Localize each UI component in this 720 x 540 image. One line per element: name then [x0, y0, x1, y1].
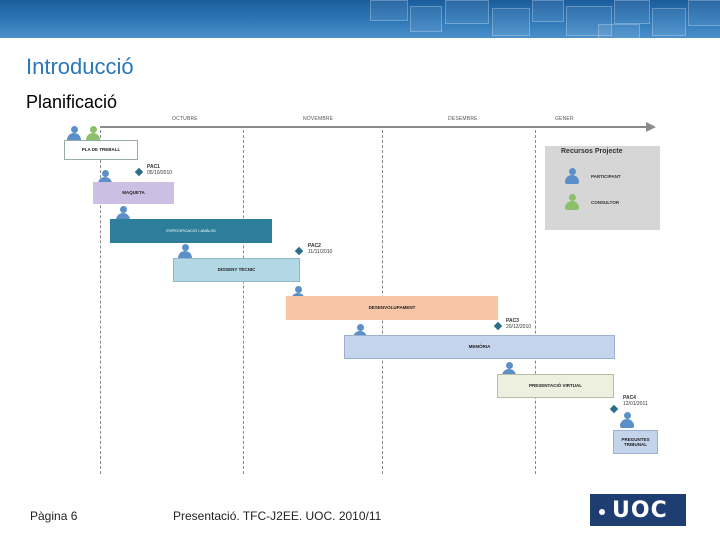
- participant-icon: [116, 206, 130, 222]
- task-bar: DISSENY TÈCNIC: [173, 258, 300, 282]
- logo-text: UOC: [612, 498, 668, 523]
- participant-icon: [620, 412, 634, 428]
- month-label: NOVEMBRE: [303, 116, 334, 122]
- milestone-diamond-icon: [609, 404, 619, 414]
- participant-icon: [502, 362, 516, 378]
- logo-dot-icon: [599, 509, 605, 515]
- presentation-title: Presentació. TFC-J2EE. UOC. 2010/11: [173, 509, 382, 523]
- participant-icon: [98, 170, 112, 186]
- task-bar: ESPECIFICACIÓ I ANÀLISI: [110, 219, 272, 243]
- month-label: GENER: [555, 116, 574, 122]
- milestone-diamond-icon: [134, 167, 144, 177]
- page-number: Pàgina 6: [30, 509, 78, 523]
- task-label: MEMÒRIA: [468, 344, 491, 350]
- task-bar: MEMÒRIA: [344, 335, 615, 359]
- task-label: MAQUETA: [122, 190, 145, 196]
- task-bar: PLA DE TREBALL: [64, 140, 138, 160]
- gantt-diagram: OCTUBRE NOVEMBRE DESEMBRE GENER PLA DE T…: [60, 110, 661, 474]
- task-label: PRESENTACIÓ VIRTUAL: [529, 383, 582, 389]
- uoc-logo: UOC: [590, 494, 686, 526]
- header-banner: [0, 0, 720, 38]
- participant-icon: [565, 168, 579, 184]
- legend-label: CONSULTOR: [591, 200, 620, 205]
- month-divider: [100, 130, 101, 474]
- task-bar: MAQUETA: [93, 182, 174, 204]
- timeline-axis: [100, 126, 648, 128]
- month-divider: [535, 130, 536, 474]
- resources-legend: Recursos Projecte PARTICIPANT CONSULTOR: [545, 146, 660, 230]
- month-label: DESEMBRE: [448, 116, 478, 122]
- consultor-icon: [86, 126, 100, 142]
- task-label: DISSENY TÈCNIC: [217, 267, 256, 273]
- milestone-diamond-icon: [493, 321, 503, 331]
- task-label: PREGUNTES TRIBUNAL: [621, 436, 650, 447]
- legend-label: PARTICIPANT: [591, 174, 621, 179]
- task-label: PLA DE TREBALL: [81, 147, 121, 153]
- participant-icon: [67, 126, 81, 142]
- page-title: Introducció: [26, 54, 134, 79]
- task-label: ESPECIFICACIÓ I ANÀLISI: [166, 227, 216, 233]
- participant-icon: [178, 244, 192, 260]
- task-bar: PRESENTACIÓ VIRTUAL: [497, 374, 614, 398]
- month-label: OCTUBRE: [172, 116, 198, 122]
- timeline-arrow-icon: [646, 122, 656, 132]
- month-divider: [243, 130, 244, 474]
- task-bar: DESENVOLUPAMENT: [286, 296, 498, 320]
- legend-title: Recursos Projecte: [561, 148, 623, 155]
- page-subtitle: Planificació: [26, 92, 118, 112]
- milestone-diamond-icon: [294, 246, 304, 256]
- task-bar: PREGUNTES TRIBUNAL: [613, 430, 658, 454]
- task-label: DESENVOLUPAMENT: [368, 305, 416, 311]
- consultor-icon: [565, 194, 579, 210]
